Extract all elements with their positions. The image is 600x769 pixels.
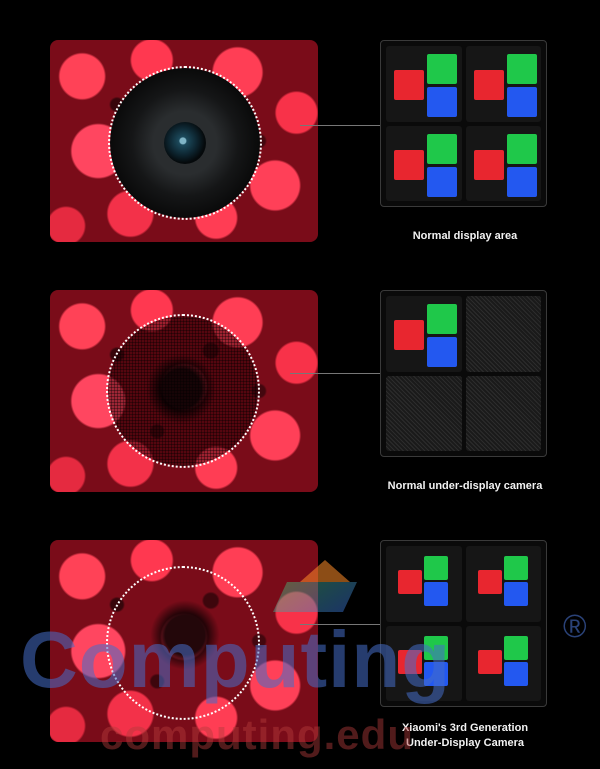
pixel-cell: [386, 296, 462, 372]
caption-line-1: Xiaomi's 3rd Generation: [401, 722, 529, 734]
pixel-cell: [465, 125, 541, 201]
pixel-cell: [386, 625, 462, 701]
caption-normal-display: Normal display area: [412, 230, 518, 242]
registered-mark: ®: [563, 608, 587, 644]
pixel-cell: [386, 46, 462, 122]
camera-area-circle: [108, 66, 262, 220]
pixel-cell-empty: [465, 375, 541, 451]
pixel-grid-normal: [380, 40, 547, 207]
watermark-site: computing.edu: [100, 711, 414, 758]
pixel-cell: [465, 46, 541, 122]
camera-area-circle: [106, 566, 260, 720]
caption-xiaomi: Xiaomi's 3rd Generation Under-Display Ca…: [360, 721, 570, 751]
pixel-grid-xiaomi: [380, 540, 547, 707]
caption-udc: Normal under-display camera: [387, 480, 543, 492]
connector-line: [300, 624, 380, 625]
pixel-cell-empty: [465, 296, 541, 372]
connector-line: [290, 373, 380, 374]
watermark-brand: Computing: [20, 615, 452, 704]
caption-line-2: Under-Display Camera: [406, 737, 524, 749]
watermark-logo-shape: [273, 582, 357, 612]
watermark-logo-icon: [300, 560, 350, 582]
camera-area-circle: [106, 314, 260, 468]
pixel-cell: [465, 546, 541, 622]
pixel-cell: [386, 125, 462, 201]
pixel-cell: [386, 546, 462, 622]
pixel-cell: [465, 625, 541, 701]
connector-line: [300, 125, 380, 126]
pixel-cell-empty: [386, 375, 462, 451]
pixel-grid-udc: [380, 290, 547, 457]
